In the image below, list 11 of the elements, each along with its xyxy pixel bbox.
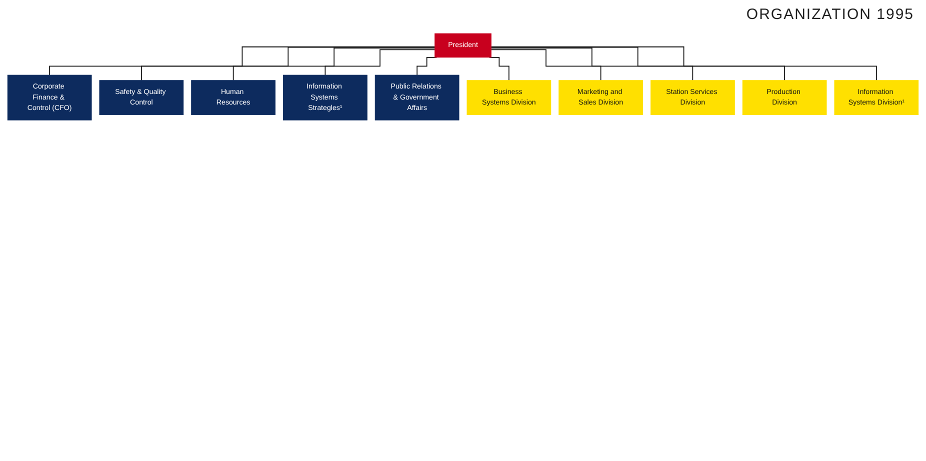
connector [324, 49, 436, 76]
connector [490, 49, 602, 81]
connector [490, 46, 877, 81]
connector [141, 46, 436, 81]
connector [490, 48, 694, 81]
connector [488, 56, 510, 81]
connector [490, 46, 785, 81]
connector [416, 56, 438, 76]
connector [232, 48, 436, 81]
chart-title: ORGANIZATION 1995 [746, 6, 914, 23]
connector [49, 46, 436, 76]
